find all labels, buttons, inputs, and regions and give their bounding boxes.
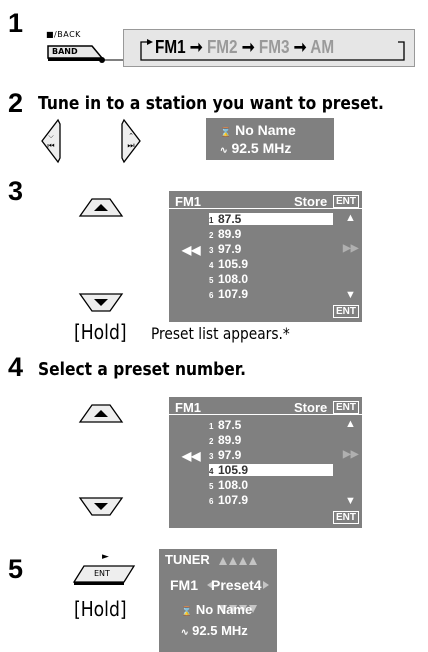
band-button[interactable]: ■/BACK BAND [40, 30, 130, 66]
up-button[interactable] [78, 196, 124, 218]
frequency-icon: ∿ [181, 627, 189, 637]
down-button[interactable] [78, 496, 124, 518]
step-3-number: 3 [8, 176, 24, 206]
preset-list-band: FM1 [175, 194, 201, 209]
store-ent-tag: ENT [333, 195, 359, 208]
step-4-heading: Select a preset number. [38, 359, 247, 380]
band-arrow-icon: ➞ [241, 37, 255, 57]
flashing-frame [207, 557, 269, 613]
step-4-number: 4 [8, 352, 24, 382]
down-button[interactable] [78, 292, 124, 314]
step-2-number: 2 [8, 88, 24, 118]
skip-forward-icon: ▶▶ [343, 449, 359, 460]
scroll-down-icon: ▼ [345, 289, 356, 301]
band-am: AM [310, 37, 335, 57]
seek-back-button[interactable]: ⌵ ⏮ [38, 118, 62, 164]
svg-text:⌃: ⌃ [128, 132, 134, 140]
svg-text:⌵: ⌵ [48, 132, 54, 140]
seek-forward-button[interactable]: ⌃ ⏭ [120, 118, 144, 164]
svg-text:⏭: ⏭ [127, 141, 134, 150]
hold-label: [Hold] [74, 320, 127, 344]
preset-list-store: Store [294, 400, 328, 415]
step-2-heading: Tune in to a station you want to preset. [38, 93, 384, 114]
preset-list-note: Preset list appears.* [151, 324, 290, 343]
skip-forward-icon: ▶▶ [343, 243, 359, 254]
band-button-label: BAND [52, 47, 78, 56]
svg-text:⏮: ⏮ [47, 141, 54, 150]
ent-tag: ENT [333, 511, 359, 524]
tuner-band: FM1 [170, 577, 198, 593]
ent-button-label: ENT [94, 569, 110, 578]
tuner-source: TUNER [165, 552, 210, 567]
rewind-icon: ◀◀ [182, 449, 201, 463]
band-fm1: FM1 [155, 37, 186, 57]
station-name: No Name [235, 122, 296, 138]
frequency-icon: ∿ [220, 145, 228, 155]
tuner-frequency: 92.5 MHz [192, 623, 248, 638]
tuner-preset: Preset4 [211, 577, 262, 593]
hold-label: [Hold] [74, 597, 127, 621]
step-1-number: 1 [8, 8, 24, 38]
ent-tag: ENT [333, 305, 359, 318]
tune-display: ⌛ No Name ∿ 92.5 MHz [206, 118, 334, 160]
play-arrow-icon: ► [102, 552, 109, 562]
store-ent-tag: ENT [333, 401, 359, 414]
band-cycle-box: FM1 ➞ FM2 ➞ FM3 ➞ AM [123, 29, 415, 67]
step-5-number: 5 [8, 554, 24, 584]
tuner-result-display: TUNER FM1 Preset4 ⌛ No Name ∿ 92.5 MHz [159, 549, 277, 652]
scroll-up-icon: ▲ [345, 418, 356, 430]
rewind-icon: ◀◀ [182, 243, 201, 257]
band-arrow-icon: ➞ [189, 37, 203, 57]
name-icon: ⌛ [220, 127, 232, 137]
ent-button[interactable]: ► ENT [72, 552, 138, 592]
up-button[interactable] [78, 402, 124, 424]
preset-list-band: FM1 [175, 400, 201, 415]
band-arrow-icon: ➞ [293, 37, 307, 57]
preset-list-store: Store [294, 194, 328, 209]
back-button-label: ■/BACK [46, 30, 81, 39]
scroll-down-icon: ▼ [345, 495, 356, 507]
scroll-up-icon: ▲ [345, 212, 356, 224]
band-cycle-loop [140, 39, 405, 61]
name-icon: ⌛ [181, 606, 193, 616]
tuner-station-name: No Name [195, 602, 253, 617]
band-fm2: FM2 [206, 37, 238, 57]
station-frequency: 92.5 MHz [231, 140, 292, 156]
band-fm3: FM3 [258, 37, 290, 57]
